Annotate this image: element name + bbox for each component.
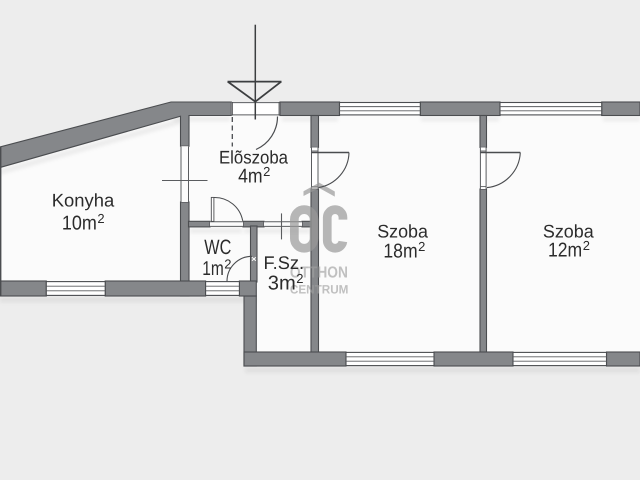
svg-text:CENTRUM: CENTRUM xyxy=(290,282,349,296)
svg-text:F.Sz.: F.Sz. xyxy=(264,252,305,273)
svg-text:12m: 12m xyxy=(548,240,582,262)
svg-text:2: 2 xyxy=(418,239,425,254)
svg-text:4m: 4m xyxy=(238,165,263,187)
svg-text:Elõszoba: Elõszoba xyxy=(219,147,289,168)
svg-text:2: 2 xyxy=(263,164,270,179)
svg-text:2: 2 xyxy=(97,211,104,226)
svg-text:Szoba: Szoba xyxy=(377,220,429,241)
svg-text:2: 2 xyxy=(224,256,231,271)
svg-text:2: 2 xyxy=(296,271,303,286)
svg-text:OTTHON: OTTHON xyxy=(290,265,348,282)
svg-text:Szoba: Szoba xyxy=(543,220,595,241)
svg-text:18m: 18m xyxy=(383,240,417,262)
svg-text:2: 2 xyxy=(583,238,590,253)
svg-text:10m: 10m xyxy=(62,213,97,235)
svg-text:3m: 3m xyxy=(268,273,296,295)
svg-text:1m: 1m xyxy=(202,258,224,280)
svg-text:Konyha: Konyha xyxy=(52,190,115,211)
svg-text:WC: WC xyxy=(204,236,231,259)
